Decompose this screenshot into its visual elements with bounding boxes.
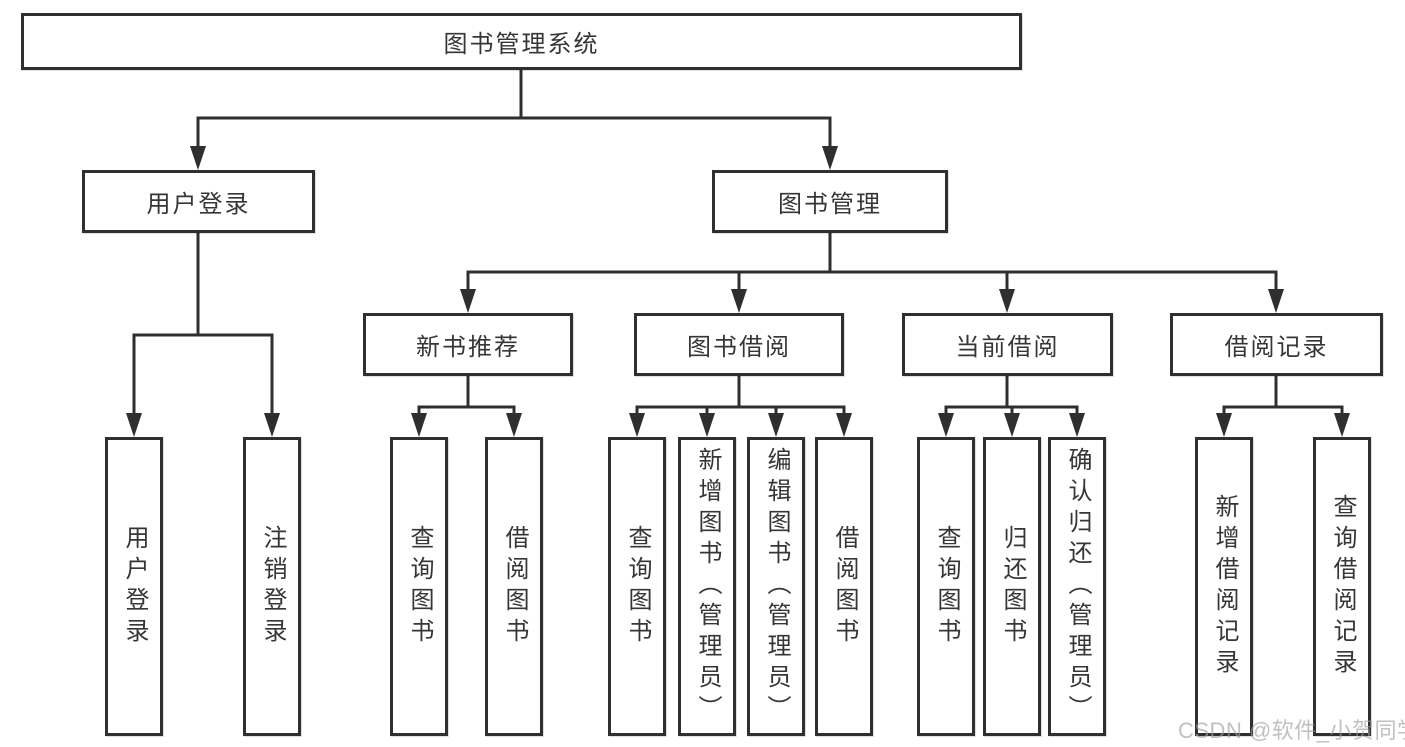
node-library-management-system: 图书管理系统: [21, 13, 1022, 70]
node-book-management-branch: 图书管理: [712, 170, 948, 233]
node-book-borrowing: 图书借阅: [634, 313, 844, 376]
node-borrowing-records: 借阅记录: [1170, 313, 1383, 376]
leaf-bb-borrow-books: 借阅图书: [815, 437, 873, 736]
leaf-bb-edit-books-admin: 编辑图书（管理员）: [747, 437, 805, 736]
node-current-borrowing: 当前借阅: [902, 313, 1113, 376]
leaf-nbr-borrow-books: 借阅图书: [485, 437, 543, 736]
node-new-book-recommendation: 新书推荐: [363, 313, 573, 376]
leaf-user-login: 用户登录: [105, 437, 163, 736]
leaf-logout: 注销登录: [243, 437, 301, 736]
leaf-cb-return-books: 归还图书: [983, 437, 1041, 736]
node-user-login-branch: 用户登录: [82, 170, 315, 233]
leaf-cb-query-books: 查询图书: [917, 437, 975, 736]
leaf-cb-confirm-return-admin: 确认归还（管理员）: [1048, 437, 1106, 736]
leaf-nbr-query-books: 查询图书: [390, 437, 448, 736]
csdn-watermark: CSDN @软件_小贺同学: [1178, 718, 1405, 743]
leaf-br-add-borrow-record: 新增借阅记录: [1195, 437, 1253, 736]
leaf-bb-query-books: 查询图书: [608, 437, 666, 736]
leaf-bb-add-books-admin: 新增图书（管理员）: [678, 437, 736, 736]
leaf-br-query-borrow-record: 查询借阅记录: [1313, 437, 1371, 736]
